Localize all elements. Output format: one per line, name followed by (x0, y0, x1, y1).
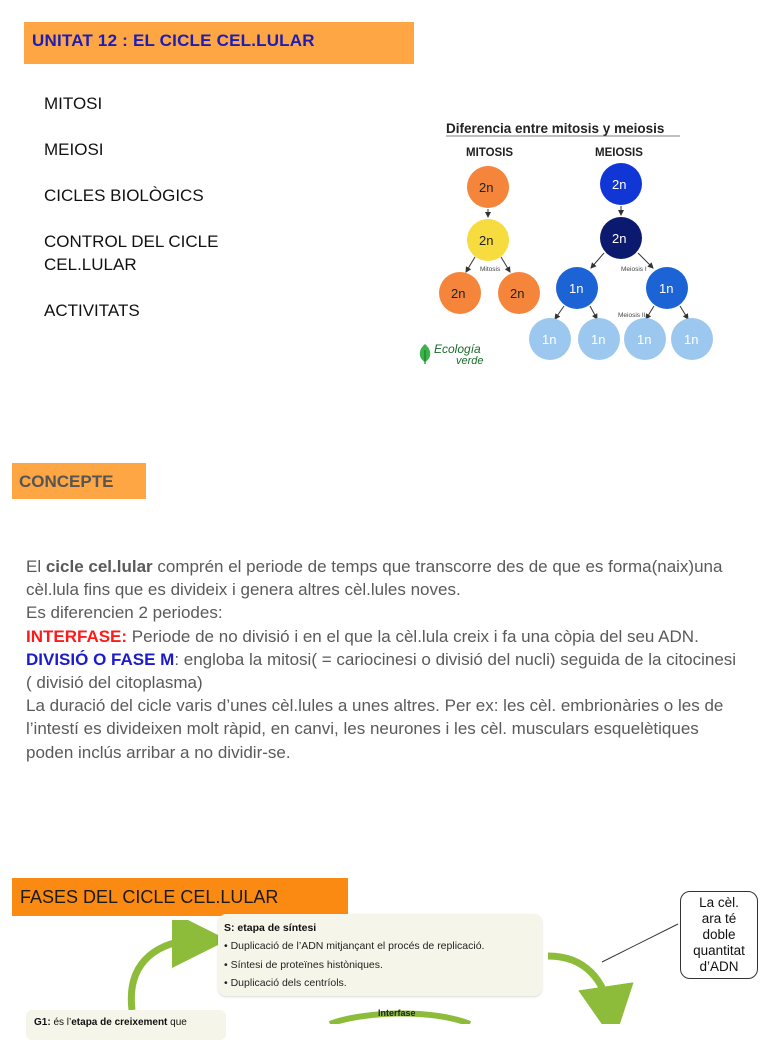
meiosis-ii-label-2: 1n (591, 332, 605, 347)
mitosis-meiosis-diagram: Diferencia entre mitosis y meiosis MITOS… (412, 112, 718, 368)
meiosis-middle-cell (600, 217, 642, 259)
paragraph-periods: Es diferencien 2 periodes: (26, 603, 223, 623)
svg-text:verde: verde (456, 355, 484, 367)
meiosis-ii-cell-1 (529, 318, 571, 360)
ecologia-verde-logo: Ecología verde (419, 342, 484, 367)
mitosis-label: MITOSIS (466, 147, 513, 159)
meiosis-parent-cell (600, 163, 642, 205)
unit-title-banner: UNITAT 12 : EL CICLE CEL.LULAR (24, 22, 414, 64)
mitosis-parent-label: 2n (479, 180, 493, 195)
meiosis-parent-label: 2n (612, 177, 626, 192)
mitosis-daughter-label-2: 2n (510, 286, 524, 301)
s-phase-line-1: • Duplicació de l’ADN mitjançant el proc… (224, 940, 485, 952)
meiosis-i-cell-1 (556, 267, 598, 309)
cycle-arrow-left (127, 920, 228, 1011)
concepte-banner: CONCEPTE (12, 463, 146, 499)
g1-phase-box: G1: és l’etapa de creixement que (26, 1010, 226, 1040)
svg-text:Ecología: Ecología (434, 342, 481, 356)
cycle-diagram-arrows: Interfase (127, 920, 679, 1024)
mitosis-daughter-label-1: 2n (451, 286, 465, 301)
menu-item-control-cicle[interactable]: CONTROL DEL CICLE CEL.LULAR (44, 232, 219, 274)
fases-heading: FASES DEL CICLE CEL.LULAR (20, 887, 279, 907)
adn-callout-text: La cèl. ara té doble quantitat d’ADN (693, 895, 745, 974)
interfase-ring (328, 1010, 472, 1024)
definition-pre: El (26, 557, 46, 576)
menu-item-meiosi[interactable]: MEIOSI (44, 140, 104, 159)
menu-item-activitats[interactable]: ACTIVITATS (44, 301, 140, 320)
meiosis-middle-label: 2n (612, 231, 626, 246)
meiosis-ii-cell-4 (671, 318, 713, 360)
concepte-body: El cicle cel.lular comprén el periode de… (26, 555, 746, 764)
interfase-label: Interfase (378, 1008, 416, 1018)
concepte-heading: CONCEPTE (19, 472, 114, 491)
g1-phase-text: G1: és l’etapa de creixement que (34, 1017, 187, 1028)
s-phase-title: S: etapa de síntesi (224, 922, 317, 934)
mitosis-middle-cell (467, 219, 509, 261)
meiosis-i-label-1: 1n (569, 281, 583, 296)
meiosis-ii-label-4: 1n (684, 332, 698, 347)
term-cicle-cellular: cicle cel.lular (45, 557, 153, 576)
mitosis-daughter-cell-2 (498, 272, 540, 314)
term-divisio-fase-m: DIVISIÓ O FASE M (26, 649, 175, 669)
unit-title: UNITAT 12 : EL CICLE CEL.LULAR (32, 31, 315, 50)
paragraph-divisio: DIVISIÓ O FASE M: engloba la mitosi( = c… (26, 648, 746, 694)
mitosis-daughter-cell-1 (439, 272, 481, 314)
s-phase-line-2: • Síntesi de proteïnes històniques. (224, 959, 383, 971)
paragraph-definition: El cicle cel.lular comprén el periode de… (26, 555, 746, 601)
s-phase-line-3: • Duplicació dels centríols. (224, 977, 347, 989)
s-phase-box: S: etapa de síntesi • Duplicació de l’AD… (218, 914, 542, 996)
divisio-text: : engloba la mitosi( = cariocinesi o div… (26, 649, 737, 693)
meiosis-label: MEIOSIS (595, 147, 643, 159)
meiosis-1-label: Meiosis I (621, 266, 647, 273)
cycle-arrow-right (547, 952, 634, 1024)
adn-callout: La cèl. ara té doble quantitat d’ADN (680, 891, 758, 979)
paragraph-duracio: La duració del cicle varis d’unes cèl.lu… (26, 696, 724, 762)
meiosis-ii-cell-3 (624, 318, 666, 360)
menu-item-mitosi[interactable]: MITOSI (44, 94, 103, 113)
mitosis-parent-cell (467, 166, 509, 208)
meiosis-2-label: Meiosis II (618, 312, 646, 319)
fases-banner: FASES DEL CICLE CEL.LULAR (12, 878, 348, 916)
interfase-text: Periode de no divisió i en el que la cèl… (127, 626, 699, 646)
meiosis-i-label-2: 1n (659, 281, 673, 296)
mitosis-small-label: Mitosis (480, 266, 501, 273)
meiosis-ii-cell-2 (578, 318, 620, 360)
meiosis-ii-label-1: 1n (542, 332, 556, 347)
meiosis-i-cell-2 (646, 267, 688, 309)
term-interfase: INTERFASE: (26, 626, 128, 646)
mitosis-middle-label: 2n (479, 233, 493, 248)
menu-item-cicles-biologics[interactable]: CICLES BIOLÒGICS (44, 186, 204, 205)
paragraph-interfase: INTERFASE: Periode de no divisió i en el… (26, 625, 746, 648)
meiosis-ii-label-3: 1n (637, 332, 651, 347)
callout-pointer (601, 923, 679, 963)
definition-text: comprén el periode de temps que transcor… (26, 557, 723, 600)
diagram-title: Diferencia entre mitosis y meiosis (446, 121, 664, 136)
